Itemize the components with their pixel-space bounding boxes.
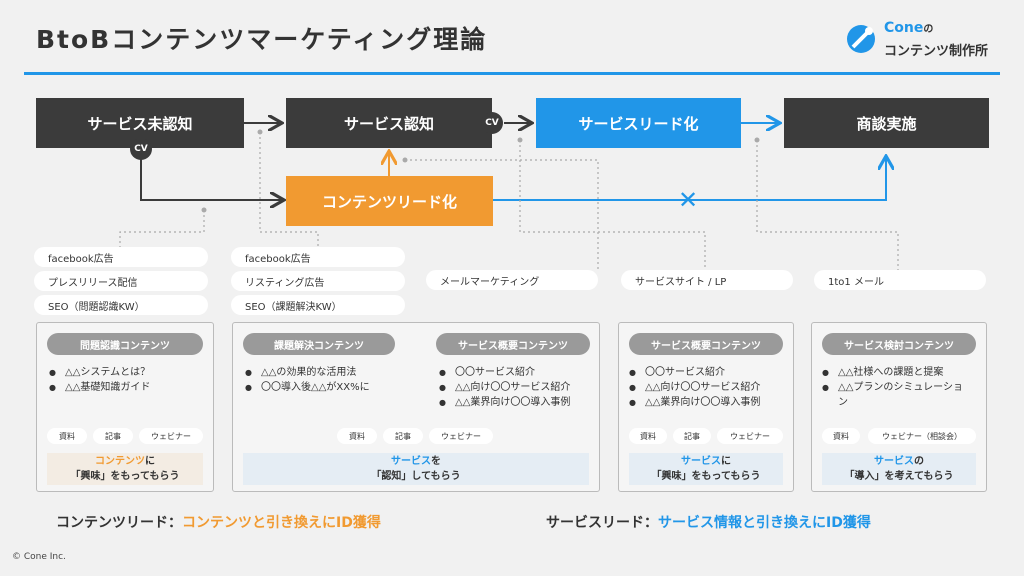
logo-brand: Coneの: [884, 20, 934, 36]
list-item: △△業界向け〇〇導入事例: [433, 395, 597, 410]
content-list: 〇〇サービス紹介 △△向け〇〇サービス紹介 △△業界向け〇〇導入事例: [623, 365, 793, 410]
list-item: △△社様への課題と提案: [816, 365, 966, 380]
panel-goal: コンテンツに 「興味」をもってもらう: [47, 453, 203, 485]
panel-goal: サービスの 「導入」を考えてもらう: [822, 453, 976, 485]
format-tag: 資料: [822, 428, 860, 444]
list-item: △△業界向け〇〇導入事例: [623, 395, 793, 410]
format-tag: 記事: [383, 428, 423, 444]
format-tag: 記事: [93, 428, 133, 444]
format-tag: ウェビナー: [717, 428, 783, 444]
legend-content-lead: コンテンツリード：コンテンツと引き換えにID獲得: [56, 515, 381, 531]
list-item: △△の効果的な活用法: [239, 365, 419, 380]
content-list: △△社様への課題と提案 △△プランのシミュレーション: [816, 365, 966, 410]
arrow-s1-contentlead: [140, 158, 282, 200]
cv-badge-2: CV: [481, 112, 503, 134]
format-tag: ウェビナー: [429, 428, 493, 444]
list-item: △△基礎知識ガイド: [43, 380, 209, 395]
panel-header: 問題認識コンテンツ: [47, 333, 203, 355]
content-panel-solution: 課題解決コンテンツ △△の効果的な活用法 〇〇導入後△△がXX%に サービス概要…: [232, 322, 600, 492]
stage-service-lead: サービスリード化: [536, 98, 741, 148]
stage-meeting: 商談実施: [784, 98, 989, 148]
format-tag: ウェビナー: [139, 428, 203, 444]
panel-header: サービス概要コンテンツ: [629, 333, 783, 355]
list-item: 〇〇サービス紹介: [623, 365, 793, 380]
logo-sub: コンテンツ制作所: [884, 44, 989, 59]
channel-pill: リスティング広告: [231, 271, 405, 291]
panel-goal: サービスに 「興味」をもってもらう: [629, 453, 783, 485]
header-divider: [24, 72, 1000, 75]
channel-pill: facebook広告: [34, 247, 208, 267]
stage-aware: サービス認知: [286, 98, 492, 148]
brand-logo: Coneの コンテンツ制作所: [846, 18, 1006, 62]
panel-header: サービス検討コンテンツ: [822, 333, 976, 355]
cv-badge-1: CV: [130, 138, 152, 160]
channel-pill: 1to1 メール: [814, 270, 986, 290]
content-list: 〇〇サービス紹介 △△向け〇〇サービス紹介 △△業界向け〇〇導入事例: [433, 365, 597, 410]
content-panel-service: サービス概要コンテンツ 〇〇サービス紹介 △△向け〇〇サービス紹介 △△業界向け…: [618, 322, 794, 492]
content-panel-consideration: サービス検討コンテンツ △△社様への課題と提案 △△プランのシミュレーション 資…: [811, 322, 987, 492]
list-item: △△システムとは？: [43, 365, 209, 380]
format-tag: 資料: [629, 428, 667, 444]
list-item: 〇〇サービス紹介: [433, 365, 597, 380]
arrow-contentlead-s4: [493, 158, 886, 201]
copyright: © Cone Inc.: [12, 552, 66, 562]
format-tag: ウェビナー（相談会）: [868, 428, 976, 444]
stage-content-lead: コンテンツリード化: [286, 176, 493, 226]
cone-logo-icon: [847, 25, 875, 53]
list-item: 〇〇導入後△△がXX%に: [239, 380, 419, 395]
list-item: △△向け〇〇サービス紹介: [623, 380, 793, 395]
channel-pill: SEO（課題解決KW）: [231, 295, 405, 315]
panel-goal: サービスを 「認知」してもらう: [243, 453, 589, 485]
panel-header: 課題解決コンテンツ: [243, 333, 395, 355]
list-item: △△プランのシミュレーション: [816, 380, 966, 410]
channel-pill: サービスサイト / LP: [621, 270, 793, 290]
legend-service-lead: サービスリード：サービス情報と引き換えにID獲得: [546, 515, 871, 531]
cross-mark-icon: ✕: [678, 186, 699, 214]
list-item: △△向け〇〇サービス紹介: [433, 380, 597, 395]
channel-pill: SEO（問題認識KW）: [34, 295, 208, 315]
format-tag: 資料: [47, 428, 87, 444]
page-title: BtoBコンテンツマーケティング理論: [36, 25, 488, 54]
panel-header: サービス概要コンテンツ: [436, 333, 590, 355]
content-panel-problem: 問題認識コンテンツ △△システムとは？ △△基礎知識ガイド 資料 記事 ウェビナ…: [36, 322, 214, 492]
content-list: △△の効果的な活用法 〇〇導入後△△がXX%に: [239, 365, 419, 395]
channel-pill: facebook広告: [231, 247, 405, 267]
format-tag: 記事: [673, 428, 711, 444]
format-tag: 資料: [337, 428, 377, 444]
channel-pill: メールマーケティング: [426, 270, 598, 290]
content-list: △△システムとは？ △△基礎知識ガイド: [43, 365, 209, 395]
channel-pill: プレスリリース配信: [34, 271, 208, 291]
